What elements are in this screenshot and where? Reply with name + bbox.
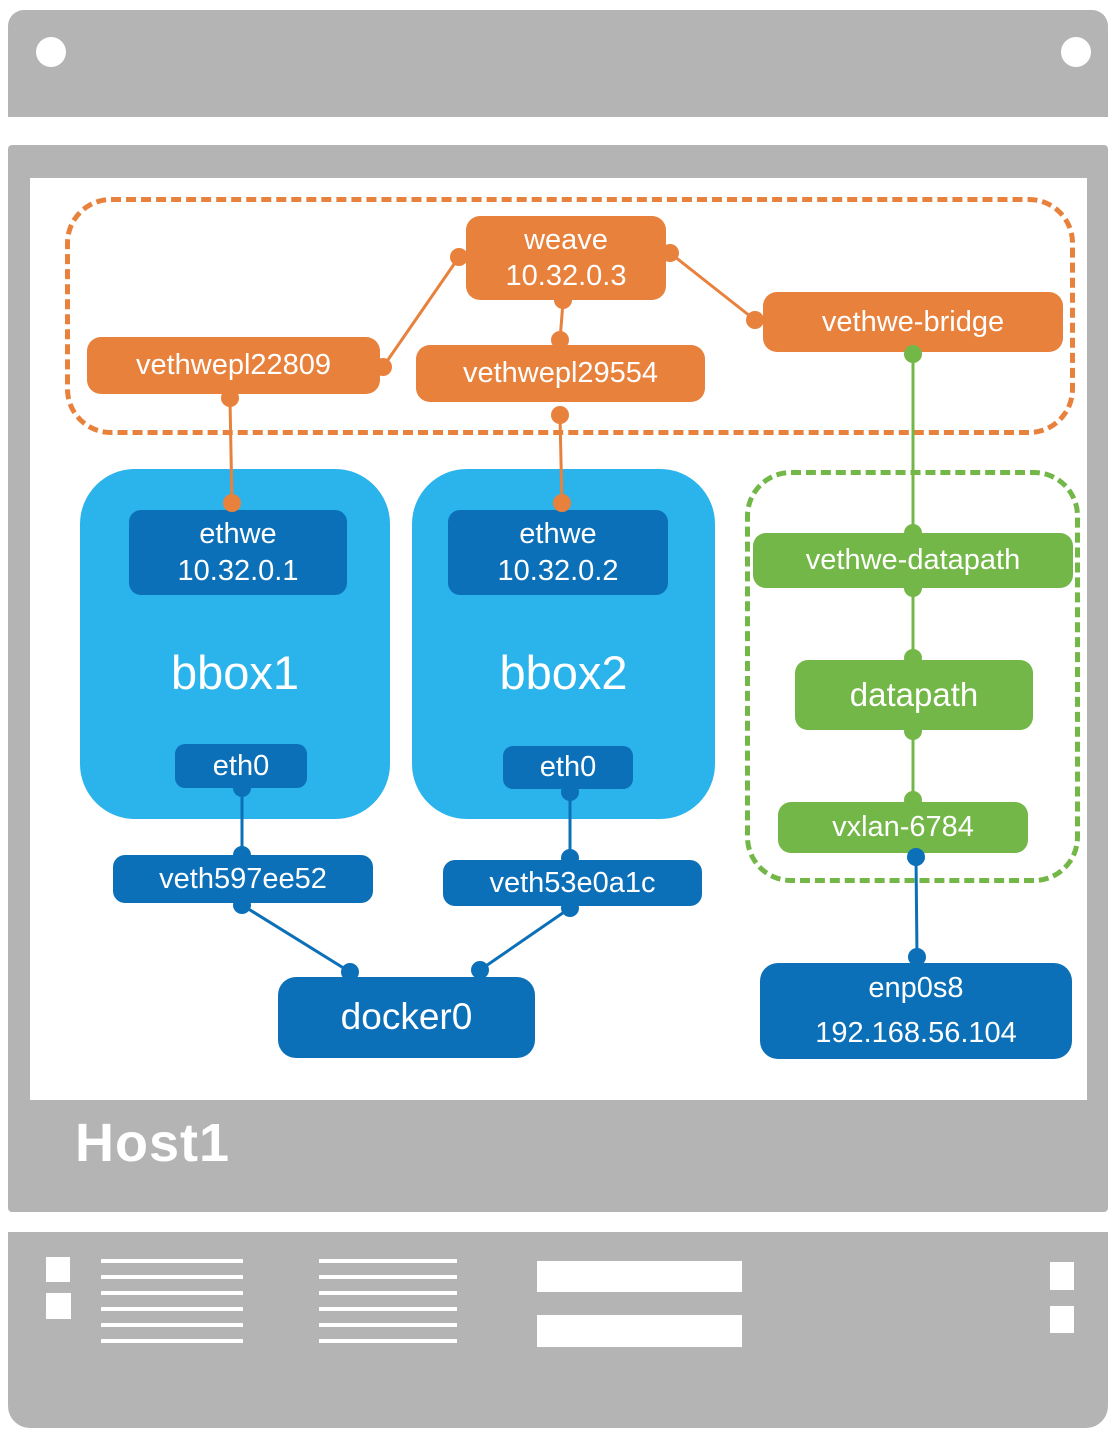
container-bbox2-name: bbox2 [499, 646, 628, 699]
connector-dot [450, 248, 468, 266]
node-veth53e0a1c: veth53e0a1c [443, 860, 702, 906]
node-vethwe-bridge: vethwe-bridge [763, 292, 1063, 352]
node-bbox2-ethwe: ethwe 10.32.0.2 [448, 510, 668, 595]
screw-hole-icon [1061, 37, 1091, 67]
node-enp0s8-ip: 192.168.56.104 [815, 1017, 1017, 1049]
connector-dot [553, 494, 571, 512]
container-bbox1-title: bbox1 [80, 645, 390, 700]
drive-bay [537, 1315, 742, 1347]
node-bbox2-eth0: eth0 [503, 746, 633, 789]
connector-dot [904, 791, 922, 809]
node-vethwepl29554: vethwepl29554 [416, 345, 705, 402]
connector-dot [904, 579, 922, 597]
container-bbox1-name: bbox1 [170, 646, 300, 699]
connector-dot [233, 779, 251, 797]
panel-button [1050, 1262, 1074, 1290]
node-bbox1-eth0-label: eth0 [212, 749, 270, 782]
node-bbox1-ethwe: ethwe 10.32.0.1 [129, 510, 347, 595]
connector-dot [907, 848, 925, 866]
panel-button [1050, 1306, 1074, 1333]
node-weave-ip: 10.32.0.3 [505, 260, 627, 292]
node-vethwepl29554-label: vethwepl29554 [462, 357, 659, 390]
server-top-bezel [8, 10, 1108, 117]
node-weave: weave 10.32.0.3 [466, 216, 666, 300]
panel-button [46, 1257, 70, 1282]
node-vxlan-6784-label: vxlan-6784 [832, 811, 974, 844]
connector-dot [661, 244, 679, 262]
connector-dot [904, 722, 922, 740]
connector-dot [551, 331, 569, 349]
node-vethwepl22809-label: vethwepl22809 [135, 349, 332, 382]
connector-dot [551, 406, 569, 424]
vent-lines [101, 1259, 243, 1347]
connector-dot [904, 345, 922, 363]
connector-dot [223, 494, 241, 512]
panel-button [46, 1293, 71, 1319]
connector-dot [233, 846, 251, 864]
drive-bay [537, 1261, 742, 1292]
node-bbox2-ethwe-label: ethwe [519, 518, 597, 551]
node-vethwe-bridge-label: vethwe-bridge [821, 305, 1005, 338]
connector-dot [561, 783, 579, 801]
connector-dot [471, 961, 489, 979]
node-weave-label: weave [524, 223, 608, 256]
node-docker0-label: docker0 [340, 996, 473, 1038]
node-vethwe-datapath-label: vethwe-datapath [805, 544, 1021, 577]
connector-dot [561, 849, 579, 867]
node-datapath-label: datapath [849, 676, 979, 714]
weave-bridge-group-outline [65, 197, 1075, 435]
connector-dot [233, 896, 251, 914]
node-vethwe-datapath: vethwe-datapath [753, 533, 1073, 588]
node-datapath: datapath [795, 660, 1033, 730]
screw-hole-icon [36, 37, 66, 67]
node-bbox2-ethwe-ip: 10.32.0.2 [497, 554, 619, 587]
connector-dot [746, 311, 764, 329]
connector-dot [904, 524, 922, 542]
node-enp0s8: enp0s8 192.168.56.104 [760, 963, 1072, 1059]
node-vxlan-6784: vxlan-6784 [778, 802, 1028, 853]
node-veth53e0a1c-label: veth53e0a1c [489, 866, 656, 899]
connector-dot [374, 358, 392, 376]
connector-dot [904, 649, 922, 667]
container-bbox2-title: bbox2 [412, 645, 715, 700]
node-enp0s8-label: enp0s8 [868, 972, 964, 1005]
vent-lines [319, 1259, 457, 1347]
connector-dot [554, 291, 572, 309]
connector-dot [341, 963, 359, 981]
connector-dot [908, 948, 926, 966]
node-veth597ee52-label: veth597ee52 [159, 862, 327, 895]
host-name-label: Host1 [75, 1113, 231, 1173]
node-bbox1-ethwe-ip: 10.32.0.1 [177, 554, 299, 587]
connector-dot [221, 389, 239, 407]
node-docker0: docker0 [278, 977, 535, 1058]
node-bbox2-eth0-label: eth0 [539, 751, 597, 784]
node-bbox1-ethwe-label: ethwe [199, 518, 277, 551]
connector-dot [561, 899, 579, 917]
node-vethwepl22809: vethwepl22809 [87, 337, 380, 394]
